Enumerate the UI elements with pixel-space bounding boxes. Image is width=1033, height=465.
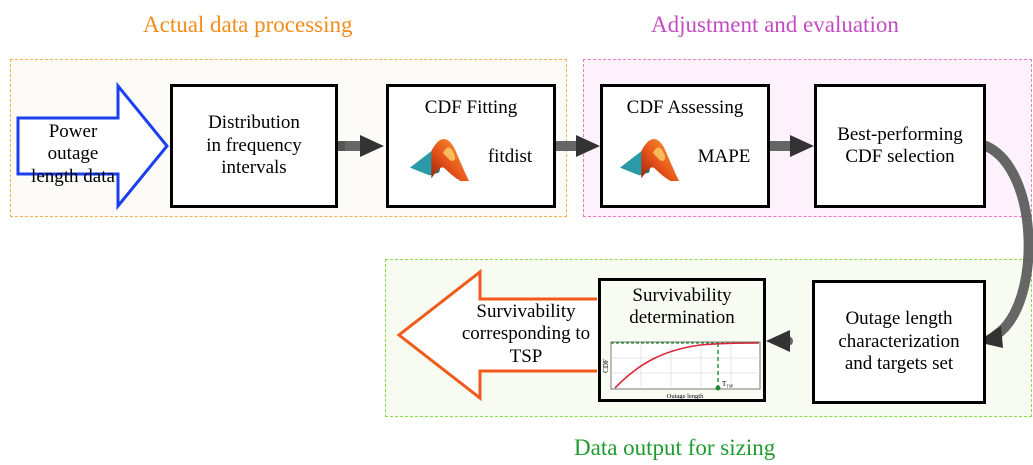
arrowhead-3 (790, 135, 814, 157)
mini-cdf-chart: CDF Outage length TTSP (602, 341, 761, 400)
output-arrow-shape (396, 268, 597, 402)
input-arrow-shape (16, 81, 169, 211)
arrowhead-2 (576, 135, 600, 157)
node-cdf-assessing: CDF Assessing MAPE (600, 84, 770, 208)
group-label-actual: Actual data processing (143, 12, 353, 37)
cdf-fitting-title: CDF Fitting (424, 97, 518, 118)
node-best-performing: Best-performing CDF selection (814, 84, 986, 208)
mini-chart-xlabel: Outage length (667, 393, 704, 400)
group-label-output: Data output for sizing (574, 435, 776, 460)
group-label-adjustment: Adjustment and evaluation (651, 12, 899, 37)
cdf-assessing-tool: MAPE (697, 146, 751, 168)
node-cdf-fitting: CDF Fitting fitdist (386, 84, 556, 208)
node-distribution: Distribution in frequency intervals (170, 84, 338, 208)
node-survivability-determination: Survivability determination (598, 278, 766, 402)
matlab-logo-icon (409, 139, 472, 182)
connector-best-to-outage (981, 141, 1033, 340)
arrowhead-5 (766, 330, 790, 352)
arrowhead-1 (360, 135, 384, 157)
output-arrow-label: Survivability corresponding to TSP (461, 301, 591, 367)
input-arrow-label: Power outage length data (31, 121, 115, 187)
mini-chart-marker-label: TTSP (722, 380, 734, 389)
matlab-logo-icon (619, 139, 682, 182)
mini-chart-ylabel: CDF (602, 359, 610, 373)
cdf-fitting-tool: fitdist (487, 146, 533, 168)
cdf-assessing-title: CDF Assessing (626, 97, 744, 118)
node-outage-length: Outage length characterization and targe… (812, 280, 986, 404)
